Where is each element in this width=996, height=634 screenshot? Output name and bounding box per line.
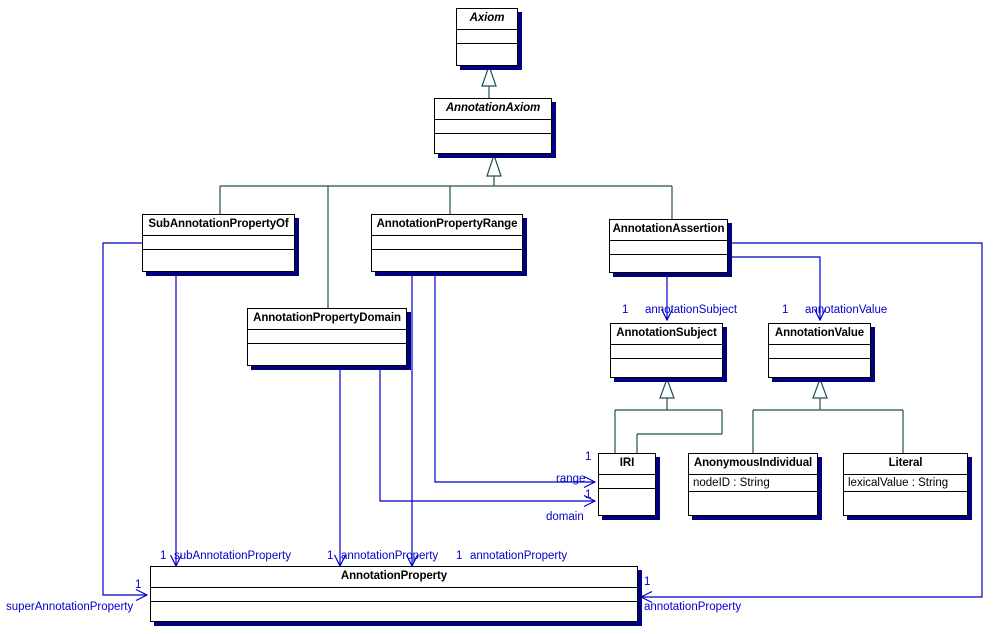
class-operations-annotationsubject [611,359,722,373]
class-operations-annotationaxiom [435,134,551,148]
class-attributes-annotationvalue [769,345,870,359]
class-operations-annotationpropertyrange [372,250,522,264]
class-attributes-annotationproperty [151,588,637,602]
class-attribute-lexicalvalue: lexicalValue : String [844,475,967,492]
class-attributes-annotationassertion [610,241,727,255]
role-label-annotationproperty-domain: annotationProperty [341,550,439,562]
assoc-line-domain [379,366,595,501]
class-operations-anonymousindividual [689,492,817,506]
class-box-annotationassertion[interactable]: AnnotationAssertion [609,219,728,273]
class-name-annotationpropertyrange: AnnotationPropertyRange [372,215,522,236]
class-operations-annotationproperty [151,602,637,616]
class-box-axiom[interactable]: Axiom [456,8,518,66]
class-box-annotationaxiom[interactable]: AnnotationAxiom [434,98,552,154]
class-name-iri: IRI [599,454,655,475]
class-name-anonymousindividual: AnonymousIndividual [689,454,817,475]
role-label-annotationsubject: annotationSubject [645,304,738,316]
class-name-annotationaxiom: AnnotationAxiom [435,99,551,120]
gen-triangle-annotationaxiom [486,153,502,177]
multiplicity-annotationproperty-range: 1 [456,550,463,562]
multiplicity-annotationproperty-domain: 1 [327,550,334,562]
class-name-annotationvalue: AnnotationValue [769,324,870,345]
class-box-subannotationpropertyof[interactable]: SubAnnotationPropertyOf [142,214,295,272]
assoc-line-annotationvalue [728,256,820,320]
generalization-edges [219,64,904,453]
class-operations-annotationpropertydomain [248,344,406,358]
class-attributes-annotationsubject [611,345,722,359]
class-box-annotationpropertyrange[interactable]: AnnotationPropertyRange [371,214,523,272]
class-box-annotationvalue[interactable]: AnnotationValue [768,323,871,378]
class-name-annotationpropertydomain: AnnotationPropertyDomain [248,309,406,330]
class-box-annotationproperty[interactable]: AnnotationProperty [150,566,638,622]
class-name-annotationsubject: AnnotationSubject [611,324,722,345]
role-label-annotationvalue: annotationValue [805,304,888,316]
class-attributes-annotationaxiom [435,120,551,134]
multiplicity-domain: 1 [585,489,592,501]
class-name-subannotationpropertyof: SubAnnotationPropertyOf [143,215,294,236]
class-name-literal: Literal [844,454,967,475]
assoc-line-superannotationproperty [102,242,147,595]
gen-triangle-annotationvalue [812,377,828,399]
role-label-subannotationproperty: subAnnotationProperty [174,550,291,562]
assoc-line-annotationassertion-annotationproperty [641,242,983,597]
class-attribute-nodeid: nodeID : String [689,475,817,492]
multiplicity-range: 1 [585,451,592,463]
multiplicity-annotationsubject: 1 [622,304,629,316]
class-operations-axiom [457,44,517,58]
class-operations-literal [844,492,967,506]
gen-triangle-axiom [481,64,497,87]
class-attributes-annotationpropertydomain [248,330,406,344]
class-box-anonymousindividual[interactable]: AnonymousIndividual nodeID : String [688,453,818,516]
class-operations-subannotationpropertyof [143,250,294,264]
class-box-annotationsubject[interactable]: AnnotationSubject [610,323,723,378]
class-box-literal[interactable]: Literal lexicalValue : String [843,453,968,516]
association-edges [102,242,983,597]
role-label-annotationassertion-property: annotationProperty [644,601,742,613]
role-label-superannotationproperty: superAnnotationProperty [6,601,134,613]
class-name-annotationproperty: AnnotationProperty [151,567,637,588]
multiplicity-annotationassertion-property: 1 [644,576,651,588]
class-box-iri[interactable]: IRI [598,453,656,516]
assoc-line-range [434,272,595,482]
class-operations-annotationassertion [610,255,727,269]
role-label-range: range [556,473,586,485]
class-name-annotationassertion: AnnotationAssertion [610,220,727,241]
class-attributes-axiom [457,30,517,44]
class-attributes-annotationpropertyrange [372,236,522,250]
role-label-domain: domain [546,511,584,523]
class-operations-iri [599,489,655,503]
gen-triangle-annotationsubject [659,377,675,399]
class-attributes-iri [599,475,655,489]
class-box-annotationpropertydomain[interactable]: AnnotationPropertyDomain [247,308,407,366]
class-attributes-subannotationpropertyof [143,236,294,250]
multiplicity-annotationvalue: 1 [782,304,789,316]
multiplicity-superannotationproperty: 1 [135,579,142,591]
class-name-axiom: Axiom [457,9,517,30]
role-label-annotationproperty-range: annotationProperty [470,550,568,562]
multiplicity-subannotationproperty: 1 [160,550,167,562]
class-operations-annotationvalue [769,359,870,373]
